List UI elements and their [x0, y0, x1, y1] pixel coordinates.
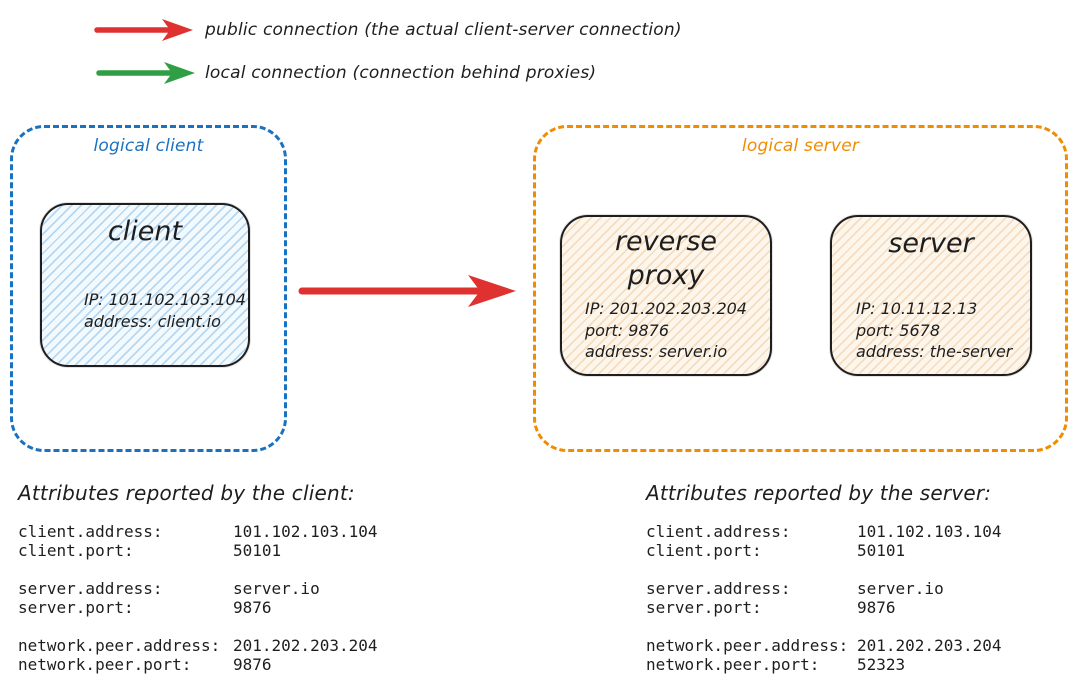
logical-server-label: logical server	[741, 136, 860, 156]
public-connection-legend-label: public connection (the actual client-ser…	[205, 20, 682, 40]
red-arrow-icon	[94, 19, 193, 41]
attr-row: network.peer.port: 9876	[18, 655, 378, 674]
client-address: address: client.io	[84, 312, 221, 331]
attr-value: server.io	[857, 579, 944, 598]
public-connection-legend-arrow-icon	[92, 16, 198, 48]
server-attr-group-client: client.address: 101.102.103.104 client.p…	[646, 522, 1002, 560]
logical-server-group: logical server	[533, 125, 1068, 452]
logical-client-group: logical client	[10, 125, 287, 452]
client-ip: IP: 101.102.103.104	[84, 290, 246, 309]
reverse-proxy-address: address: server.io	[585, 342, 728, 361]
reverse-proxy-port: port: 9876	[585, 320, 669, 340]
attr-key: network.peer.address:	[18, 636, 221, 655]
local-connection-legend-arrow-icon	[94, 59, 200, 91]
attr-value: 9876	[233, 655, 272, 674]
attr-row: server.address: server.io	[18, 579, 378, 598]
client-attr-group-network-peer: network.peer.address: 201.202.203.204 ne…	[18, 636, 378, 674]
attr-value: 50101	[233, 541, 282, 560]
attr-key: network.peer.port:	[646, 655, 820, 674]
server-address: address: the-server	[856, 342, 1013, 361]
attr-row: client.port: 50101	[646, 541, 1002, 560]
server-attr-group-server: server.address: server.io server.port: 9…	[646, 579, 1002, 617]
server-port: port: 5678	[856, 320, 940, 340]
reverse-proxy-node-title: reverse proxy	[614, 226, 718, 291]
attr-key: client.port:	[646, 541, 762, 560]
reverse-proxy-node: reverse proxy IP: 201.202.203.204 port: …	[560, 215, 772, 376]
server-attributes-section: Attributes reported by the server: clien…	[646, 481, 1002, 691]
attr-value: 201.202.203.204	[857, 636, 1002, 655]
client-node: client IP: 101.102.103.104 address: clie…	[40, 203, 250, 367]
attr-key: client.port:	[18, 541, 134, 560]
attr-row: client.address: 101.102.103.104	[18, 522, 378, 541]
attr-value: 50101	[857, 541, 906, 560]
attr-value: 9876	[233, 598, 272, 617]
attr-key: client.address:	[646, 522, 791, 541]
attr-value: server.io	[233, 579, 320, 598]
attr-key: network.peer.port:	[18, 655, 192, 674]
server-node-info: IP: 10.11.12.13 port: 5678 address: the-…	[856, 298, 1012, 363]
attr-row: network.peer.port: 52323	[646, 655, 1002, 674]
attr-value: 52323	[857, 655, 906, 674]
attr-row: server.port: 9876	[646, 598, 1002, 617]
attr-value: 101.102.103.104	[857, 522, 1002, 541]
red-arrow-icon	[298, 275, 516, 307]
attr-key: server.address:	[18, 579, 163, 598]
client-node-info: IP: 101.102.103.104 address: client.io	[84, 289, 246, 333]
server-node-title: server	[888, 228, 974, 259]
logical-client-label: logical client	[93, 136, 204, 156]
attr-value: 9876	[857, 598, 896, 617]
server-attr-group-network-peer: network.peer.address: 201.202.203.204 ne…	[646, 636, 1002, 674]
client-attributes-title: Attributes reported by the client:	[18, 481, 355, 505]
attr-row: client.port: 50101	[18, 541, 378, 560]
green-arrow-icon	[96, 62, 195, 84]
attr-key: server.address:	[646, 579, 791, 598]
client-attr-group-client: client.address: 101.102.103.104 client.p…	[18, 522, 378, 560]
attr-value: 201.202.203.204	[233, 636, 378, 655]
server-node: server IP: 10.11.12.13 port: 5678 addres…	[830, 215, 1032, 376]
public-connection-arrow	[296, 271, 524, 315]
attr-row: client.address: 101.102.103.104	[646, 522, 1002, 541]
attr-key: client.address:	[18, 522, 163, 541]
client-node-title: client	[107, 216, 183, 247]
attr-row: server.port: 9876	[18, 598, 378, 617]
attr-key: server.port:	[18, 598, 134, 617]
local-connection-legend-label: local connection (connection behind prox…	[205, 63, 597, 83]
server-ip: IP: 10.11.12.13	[856, 299, 978, 318]
attr-key: server.port:	[646, 598, 762, 617]
attr-row: network.peer.address: 201.202.203.204	[18, 636, 378, 655]
attr-row: network.peer.address: 201.202.203.204	[646, 636, 1002, 655]
reverse-proxy-node-info: IP: 201.202.203.204 port: 9876 address: …	[585, 298, 747, 363]
attr-row: server.address: server.io	[646, 579, 1002, 598]
attr-value: 101.102.103.104	[233, 522, 378, 541]
client-attributes-section: Attributes reported by the client: clien…	[18, 481, 378, 691]
client-attr-group-server: server.address: server.io server.port: 9…	[18, 579, 378, 617]
server-attributes-title: Attributes reported by the server:	[646, 481, 992, 505]
attr-key: network.peer.address:	[646, 636, 849, 655]
reverse-proxy-ip: IP: 201.202.203.204	[585, 299, 747, 318]
